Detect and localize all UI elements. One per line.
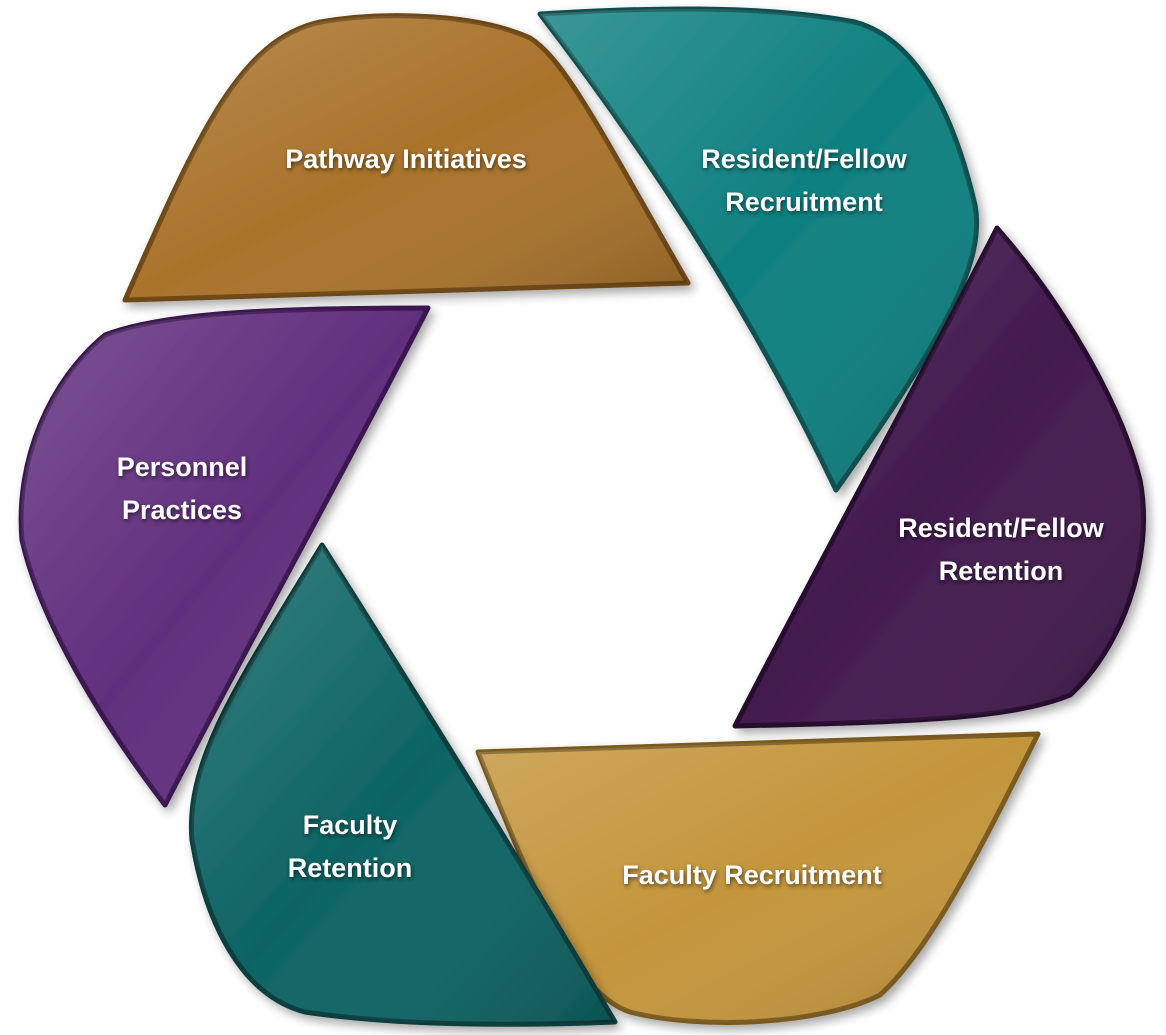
segment-sheen bbox=[478, 734, 1038, 1023]
segment-label: Pathway Initiatives bbox=[285, 144, 527, 174]
segment-label-line: Practices bbox=[122, 495, 242, 525]
segment-sheen bbox=[540, 8, 977, 490]
segment-label-line: Personnel bbox=[117, 452, 248, 482]
segment-faculty-recruitment: Faculty Recruitment bbox=[475, 731, 1041, 1025]
segment-pathway-initiatives: Pathway Initiatives bbox=[122, 13, 691, 303]
segment-label-line: Pathway Initiatives bbox=[285, 144, 527, 174]
segment-label-line: Faculty bbox=[303, 810, 398, 840]
segment-sheen bbox=[735, 228, 1144, 726]
segment-label: Faculty Recruitment bbox=[622, 860, 882, 890]
segment-sheen bbox=[191, 545, 615, 1025]
segment-label-line: Resident/Fellow bbox=[898, 513, 1105, 543]
segment-label-line: Retention bbox=[288, 853, 413, 883]
segment-label-line: Recruitment bbox=[725, 187, 883, 217]
segment-sheen bbox=[21, 308, 429, 805]
segment-label-line: Faculty Recruitment bbox=[622, 860, 882, 890]
segment-label-line: Retention bbox=[939, 556, 1064, 586]
segment-label-line: Resident/Fellow bbox=[701, 144, 908, 174]
segment-sheen bbox=[125, 15, 688, 300]
